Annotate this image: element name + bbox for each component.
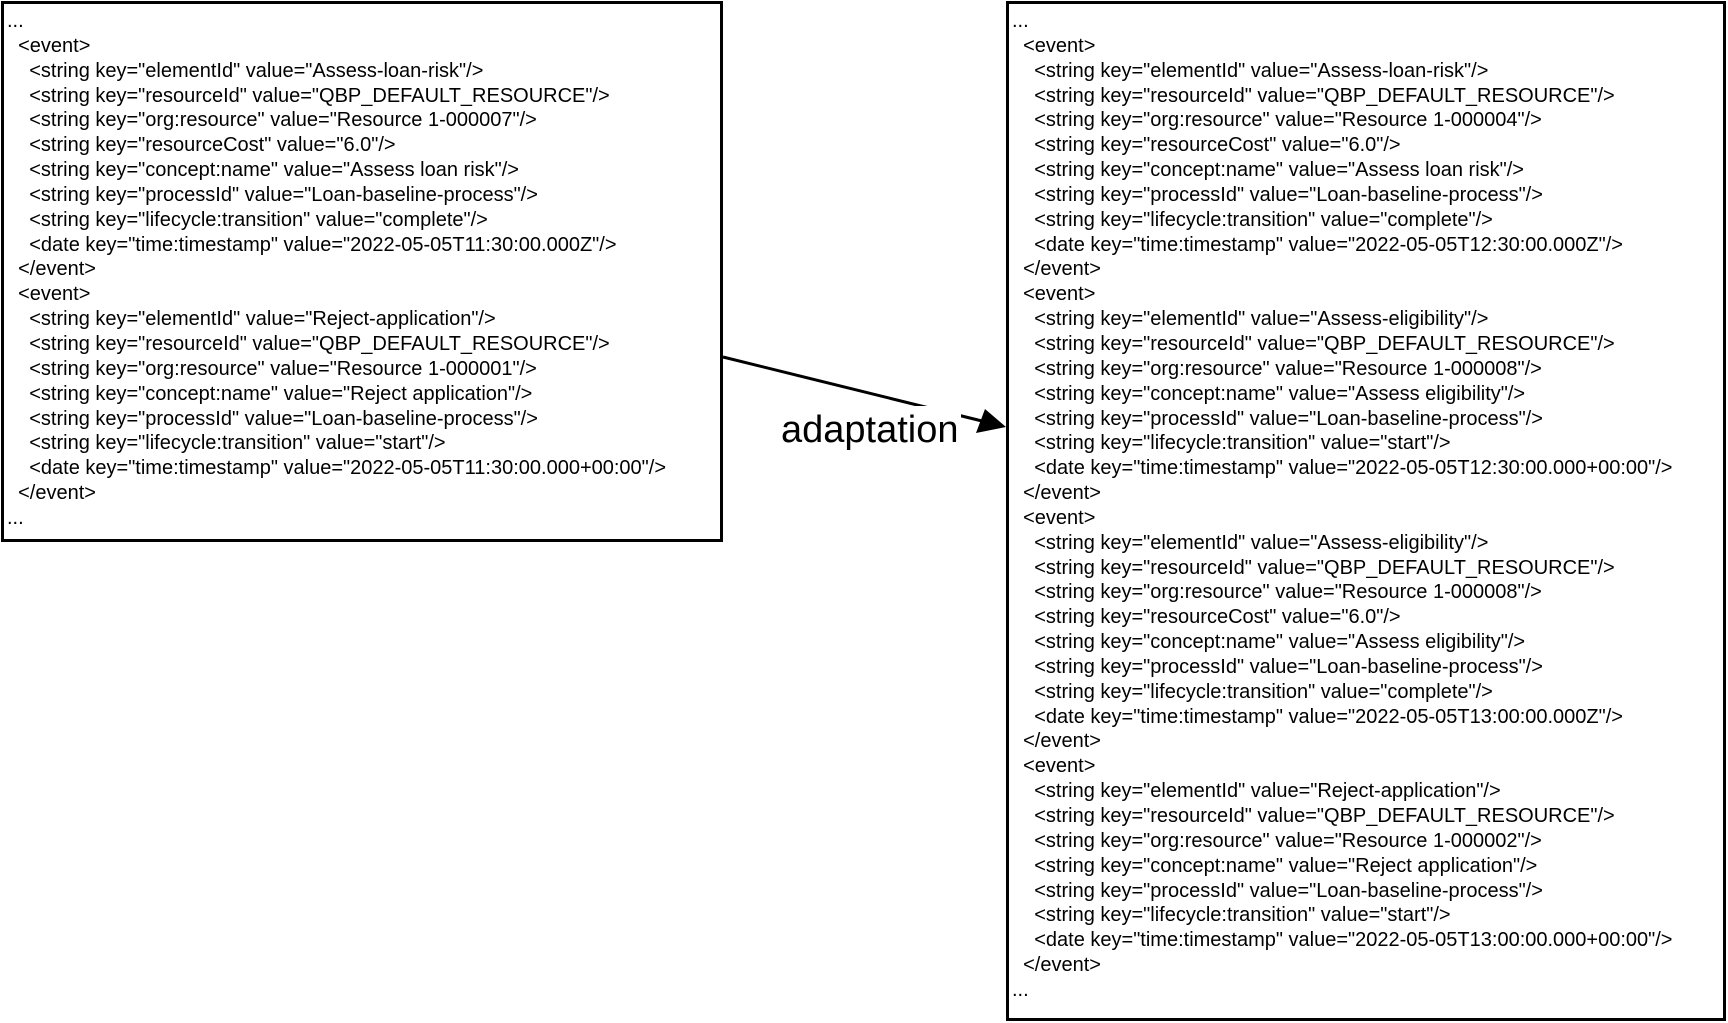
code-line: ... xyxy=(7,10,24,32)
code-line: <string key="resourceId" value="QBP_DEFA… xyxy=(1012,805,1615,827)
code-line: </event> xyxy=(7,258,96,281)
code-line: <string key="concept:name" value="Reject… xyxy=(1012,854,1538,877)
code-line: <date key="time:timestamp" value="2022-0… xyxy=(7,233,617,256)
code-line: </event> xyxy=(1012,954,1101,977)
code-line: <string key="org:resource" value="Resour… xyxy=(7,357,537,380)
code-line: <string key="processId" value="Loan-base… xyxy=(1012,655,1543,678)
code-line: <string key="concept:name" value="Assess… xyxy=(7,159,519,182)
code-line: <string key="lifecycle:transition" value… xyxy=(1012,680,1493,703)
original-log-lines: ... <event> <string key="elementId" valu… xyxy=(7,9,666,531)
code-line: ... xyxy=(1012,10,1029,32)
code-line: <string key="lifecycle:transition" value… xyxy=(7,432,446,455)
edge-label-adaptation: adaptation xyxy=(779,406,961,454)
code-line: <string key="lifecycle:transition" value… xyxy=(1012,432,1451,455)
code-line: <date key="time:timestamp" value="2022-0… xyxy=(1012,233,1623,256)
code-line: <string key="resourceId" value="QBP_DEFA… xyxy=(7,84,610,107)
code-line: <string key="elementId" value="Assess-lo… xyxy=(7,59,484,82)
code-line: <event> xyxy=(7,283,91,306)
code-line: <event> xyxy=(1012,283,1096,306)
code-line: <string key="elementId" value="Assess-el… xyxy=(1012,308,1489,331)
code-line: <string key="resourceId" value="QBP_DEFA… xyxy=(7,332,610,355)
code-line: <string key="lifecycle:transition" value… xyxy=(1012,904,1451,927)
code-line: <event> xyxy=(1012,506,1096,529)
code-line: <string key="resourceId" value="QBP_DEFA… xyxy=(1012,556,1615,579)
code-line: <string key="resourceId" value="QBP_DEFA… xyxy=(1012,332,1615,355)
code-line: </event> xyxy=(7,482,96,505)
code-line: <event> xyxy=(1012,34,1096,57)
code-line: <string key="concept:name" value="Assess… xyxy=(1012,382,1526,405)
code-line: <string key="org:resource" value="Resour… xyxy=(1012,581,1542,604)
code-line: <event> xyxy=(7,34,91,57)
code-line: <date key="time:timestamp" value="2022-0… xyxy=(7,457,667,480)
code-line: <string key="elementId" value="Assess-el… xyxy=(1012,531,1489,554)
code-line: <string key="org:resource" value="Resour… xyxy=(1012,357,1542,380)
adapted-log-box: ... <event> <string key="elementId" valu… xyxy=(1006,1,1726,1021)
code-line: <string key="resourceCost" value="6.0"/> xyxy=(7,134,396,157)
code-line: <string key="org:resource" value="Resour… xyxy=(1012,109,1542,132)
code-line: <string key="lifecycle:transition" value… xyxy=(7,208,488,231)
code-line: <string key="processId" value="Loan-base… xyxy=(1012,879,1543,902)
code-line: <string key="concept:name" value="Reject… xyxy=(7,382,533,405)
code-line: <string key="lifecycle:transition" value… xyxy=(1012,208,1493,231)
code-line: <date key="time:timestamp" value="2022-0… xyxy=(1012,457,1673,480)
code-line: <event> xyxy=(1012,755,1096,778)
code-line: <string key="resourceCost" value="6.0"/> xyxy=(1012,606,1401,629)
code-line: <string key="elementId" value="Assess-lo… xyxy=(1012,59,1489,82)
code-line: <string key="resourceId" value="QBP_DEFA… xyxy=(1012,84,1615,107)
code-line: <string key="org:resource" value="Resour… xyxy=(7,109,537,132)
code-line: ... xyxy=(1012,978,1029,1001)
code-line: </event> xyxy=(1012,482,1101,505)
code-line: <string key="resourceCost" value="6.0"/> xyxy=(1012,134,1401,157)
code-line: <string key="processId" value="Loan-base… xyxy=(7,183,538,206)
code-line: <string key="concept:name" value="Assess… xyxy=(1012,631,1526,654)
code-line: ... xyxy=(7,506,24,529)
code-line: <string key="concept:name" value="Assess… xyxy=(1012,159,1524,182)
code-line: <date key="time:timestamp" value="2022-0… xyxy=(1012,705,1623,728)
code-line: </event> xyxy=(1012,258,1101,281)
code-line: <string key="org:resource" value="Resour… xyxy=(1012,829,1542,852)
adapted-log-lines: ... <event> <string key="elementId" valu… xyxy=(1012,9,1673,1003)
code-line: <date key="time:timestamp" value="2022-0… xyxy=(1012,929,1673,952)
code-line: <string key="elementId" value="Reject-ap… xyxy=(1012,780,1501,803)
code-line: </event> xyxy=(1012,730,1101,753)
original-log-box: ... <event> <string key="elementId" valu… xyxy=(1,1,723,542)
code-line: <string key="processId" value="Loan-base… xyxy=(1012,407,1543,430)
code-line: <string key="elementId" value="Reject-ap… xyxy=(7,308,496,331)
code-line: <string key="processId" value="Loan-base… xyxy=(1012,183,1543,206)
arrowhead xyxy=(976,409,1006,433)
code-line: <string key="processId" value="Loan-base… xyxy=(7,407,538,430)
